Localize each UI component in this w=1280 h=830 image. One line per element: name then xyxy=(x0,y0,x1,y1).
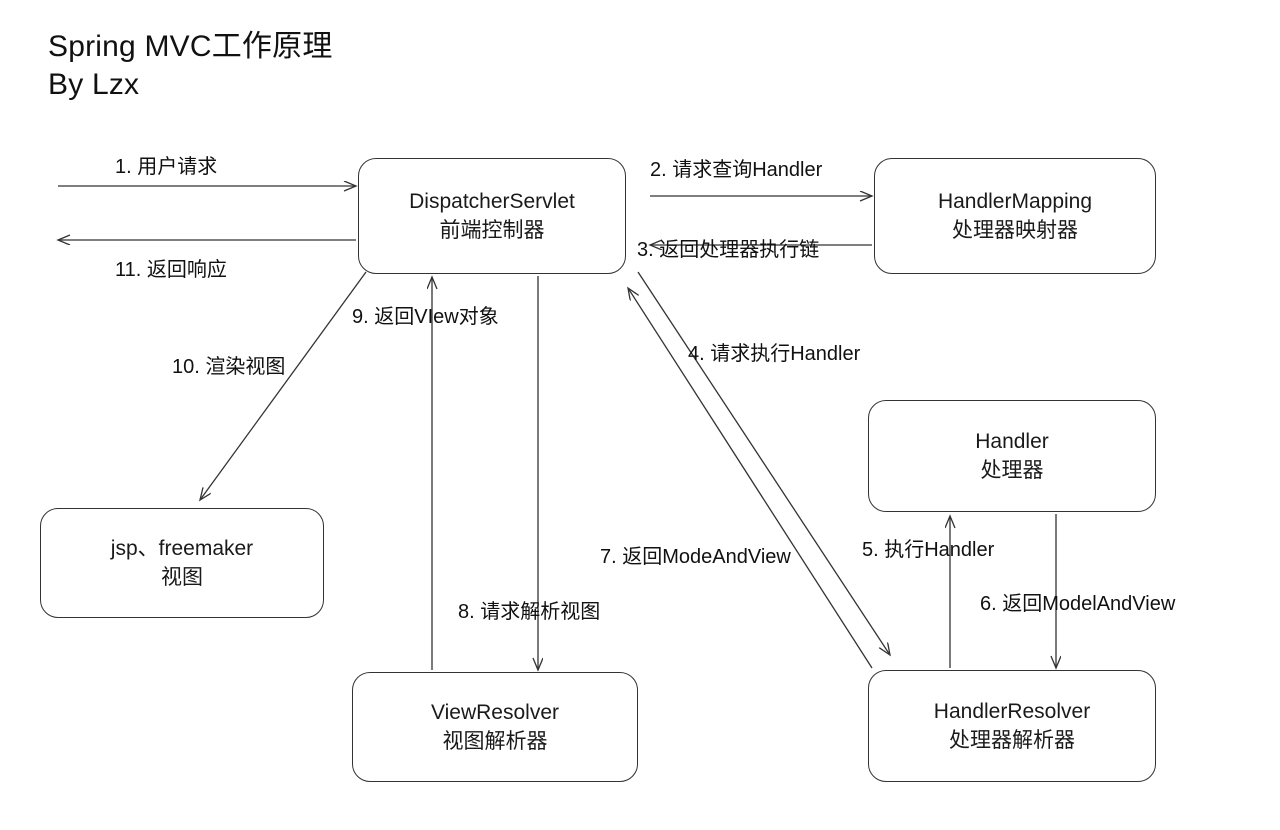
node-jsp-freemaker-view[interactable]: jsp、freemaker 视图 xyxy=(40,508,324,618)
node-dispatcher-servlet[interactable]: DispatcherServlet 前端控制器 xyxy=(358,158,626,274)
node-handler-resolver[interactable]: HandlerResolver 处理器解析器 xyxy=(868,670,1156,782)
title-line-2: By Lzx xyxy=(48,68,140,101)
diagram-title: Spring MVC工作原理 By Lzx xyxy=(48,28,333,104)
edge-label-step-11: 11. 返回响应 xyxy=(115,259,227,281)
edge-step-10 xyxy=(200,271,367,500)
node-label-zh: 视图解析器 xyxy=(442,730,548,753)
node-label-en: ViewResolver xyxy=(431,701,559,724)
node-handler[interactable]: Handler 处理器 xyxy=(868,400,1156,512)
edge-label-step-10: 10. 渲染视图 xyxy=(172,356,286,378)
edge-label-step-6: 6. 返回ModelAndView xyxy=(980,593,1176,615)
node-handler-mapping[interactable]: HandlerMapping 处理器映射器 xyxy=(874,158,1156,274)
node-label-en: jsp、freemaker xyxy=(110,537,254,560)
node-label-en: DispatcherServlet xyxy=(409,190,575,213)
node-label-zh: 处理器解析器 xyxy=(949,729,1075,752)
node-label-en: HandlerResolver xyxy=(933,700,1091,723)
node-label-zh: 处理器映射器 xyxy=(952,219,1078,242)
edge-label-step-5: 5. 执行Handler xyxy=(862,539,995,561)
edge-label-step-3: 3. 返回处理器执行链 xyxy=(637,239,820,261)
node-label-zh: 前端控制器 xyxy=(439,219,545,242)
node-label-zh: 视图 xyxy=(161,566,203,589)
title-line-1: Spring MVC工作原理 xyxy=(48,30,333,63)
edge-label-step-7: 7. 返回ModeAndView xyxy=(600,546,791,568)
edge-label-step-2: 2. 请求查询Handler xyxy=(650,159,823,181)
node-label-zh: 处理器 xyxy=(980,459,1044,482)
edge-step-4 xyxy=(637,271,890,655)
node-label-en: Handler xyxy=(975,430,1049,453)
edge-label-step-8: 8. 请求解析视图 xyxy=(458,601,601,623)
edge-label-step-9: 9. 返回VIew对象 xyxy=(352,306,499,328)
edge-label-step-4: 4. 请求执行Handler xyxy=(688,343,861,365)
node-view-resolver[interactable]: ViewResolver 视图解析器 xyxy=(352,672,638,782)
node-label-en: HandlerMapping xyxy=(937,190,1093,213)
edge-label-step-1: 1. 用户请求 xyxy=(115,156,218,178)
